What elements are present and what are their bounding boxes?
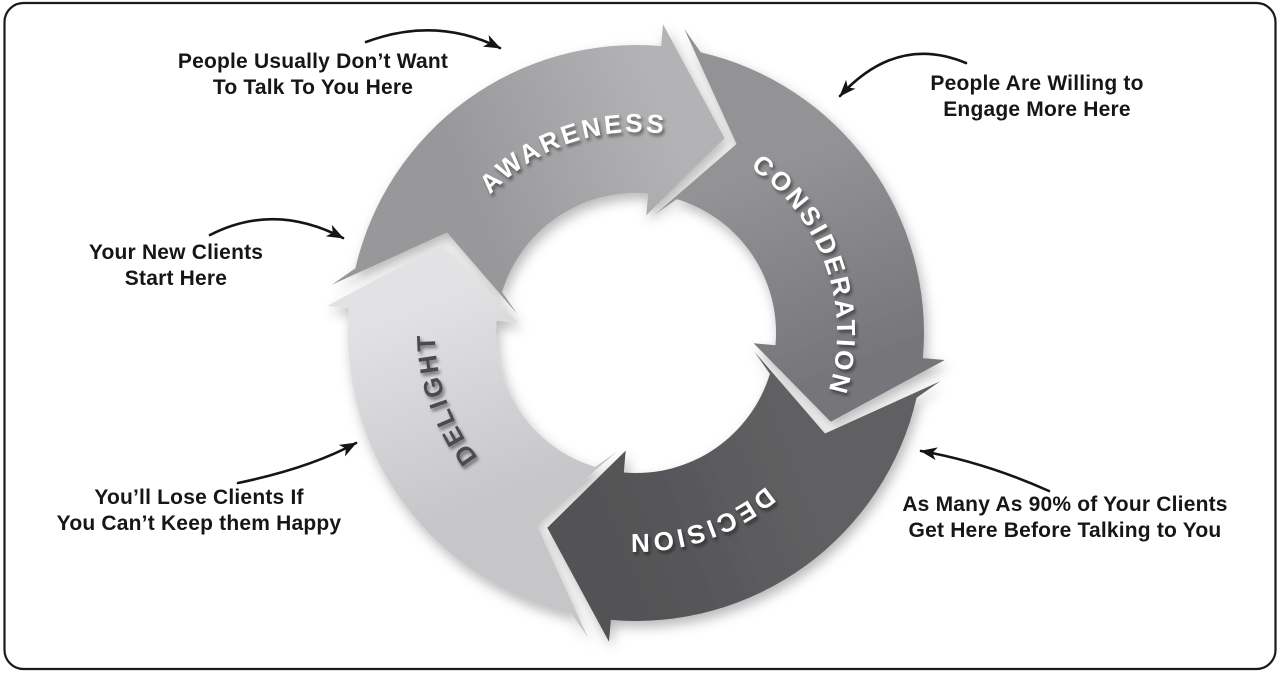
curved-arrow-delight-start-note <box>208 217 345 240</box>
annotation-line: People Are Willing to <box>930 72 1144 95</box>
annotation-line: People Usually Don’t Want <box>177 50 449 73</box>
annotation-line: Get Here Before Talking to You <box>908 519 1222 542</box>
annotation-line: Start Here <box>124 267 228 290</box>
annotation-delight-warning-note: You’ll Lose Clients If You Can’t Keep the… <box>57 485 342 537</box>
annotation-line: To Talk To You Here <box>212 76 414 99</box>
segment-decision <box>547 351 941 642</box>
segment-consideration <box>654 28 945 422</box>
cycle-segments <box>327 24 945 642</box>
segment-delight <box>327 244 618 638</box>
segment-awareness <box>331 24 725 315</box>
curved-arrow-consideration-note <box>838 52 968 98</box>
annotation-consideration-note: People Are Willing to Engage More Here <box>930 71 1143 123</box>
annotation-line: As Many As 90% of Your Clients <box>902 493 1228 516</box>
annotation-line: Your New Clients <box>88 241 264 264</box>
annotation-line: You Can’t Keep them Happy <box>56 512 342 535</box>
page-border <box>3 1 1277 671</box>
annotation-arrows <box>208 29 1051 493</box>
curved-arrow-awareness-note <box>364 29 502 50</box>
annotation-line: You’ll Lose Clients If <box>94 486 304 509</box>
annotation-line: Engage More Here <box>943 98 1131 121</box>
curved-arrow-delight-warning-note <box>236 441 358 485</box>
curved-arrow-decision-note <box>919 447 1051 493</box>
annotation-awareness-note: People Usually Don’t Want To Talk To You … <box>178 49 448 101</box>
